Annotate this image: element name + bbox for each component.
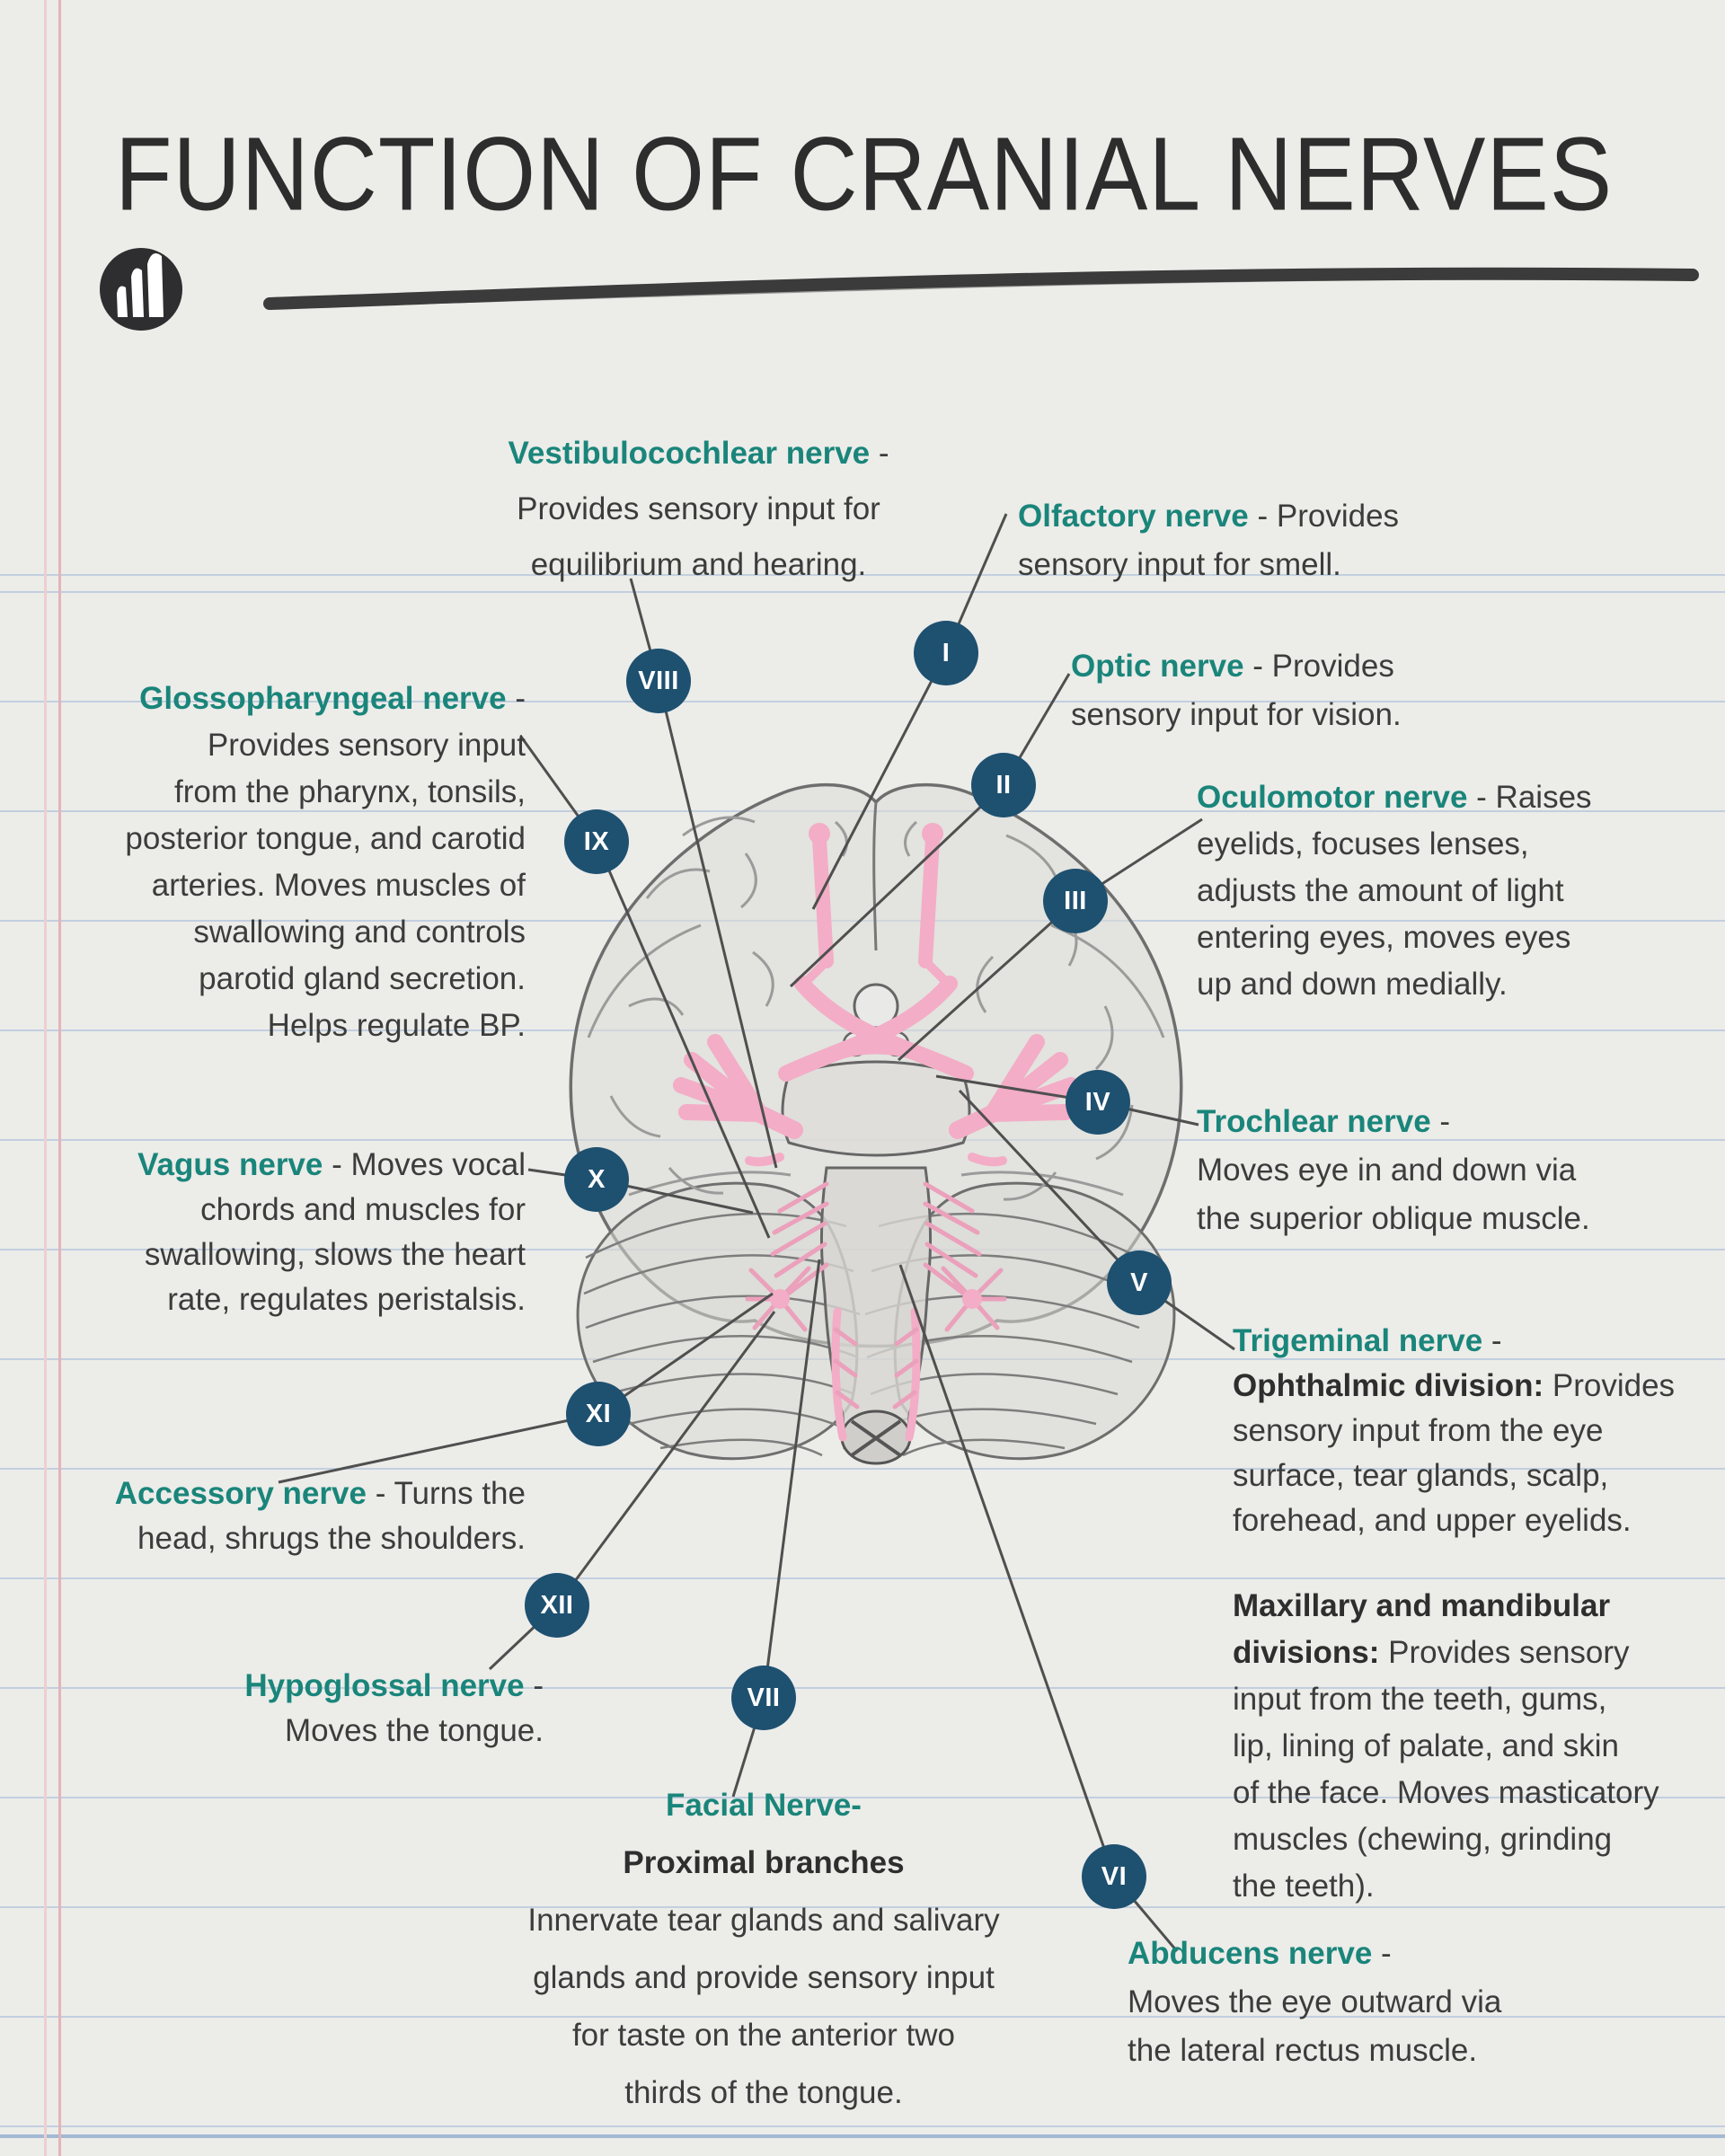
badge-cn-xi: XI [566, 1382, 631, 1446]
badge-cn-vii: VII [731, 1666, 796, 1730]
nerve-name: Vestibulocochlear nerve [508, 436, 871, 471]
nerve-name: Accessory nerve [114, 1476, 367, 1511]
badge-cn-v: V [1107, 1250, 1172, 1315]
nerve-name: Optic nerve [1071, 649, 1244, 684]
badge-cn-ii: II [971, 753, 1036, 817]
trigeminal-label: Trigeminal nerve - Ophthalmic division: … [1233, 1323, 1676, 1538]
badge-cn-xii: XII [525, 1573, 589, 1638]
badge-cn-vi: VI [1082, 1844, 1146, 1909]
badge-cn-x: X [564, 1147, 629, 1212]
badge-cn-i: I [914, 621, 978, 685]
nerve-name: Facial Nerve- [666, 1788, 862, 1823]
brand-logo-icon [100, 248, 182, 331]
accessory-label: Accessory nerve - Turns the head, shrugs… [114, 1476, 526, 1556]
nerve-name: Olfactory nerve [1018, 499, 1249, 534]
facial-label: Facial Nerve- Proximal branches Innervat… [527, 1788, 1000, 2110]
oculomotor-label: Oculomotor nerve - Raises eyelids, focus… [1197, 780, 1592, 1002]
olfactory-label: Olfactory nerve - Provides sensory input… [1018, 499, 1400, 582]
nerve-name: Oculomotor nerve [1197, 780, 1468, 815]
trochlear-label: Trochlear nerve - Moves eye in and down … [1197, 1104, 1590, 1236]
vagus-label: Vagus nerve - Moves vocal chords and mus… [137, 1147, 526, 1317]
nerve-name: Hypoglossal nerve [244, 1668, 525, 1703]
nerve-name: Trochlear nerve [1197, 1104, 1431, 1139]
ruled-line-bottom [0, 2134, 1725, 2138]
nerve-name: Trigeminal nerve [1233, 1323, 1483, 1358]
vestibulocochlear-label: Vestibulocochlear nerve - Provides senso… [508, 436, 889, 582]
nerve-name: Vagus nerve [137, 1147, 323, 1182]
nerve-name: Glossopharyngeal nerve [139, 681, 507, 716]
hypoglossal-label: Hypoglossal nerve - Moves the tongue. [244, 1668, 544, 1748]
abducens-label: Abducens nerve - Moves the eye outward v… [1128, 1936, 1502, 2068]
trigeminal-divisions-label: Maxillary and mandibular divisions: Prov… [1233, 1588, 1659, 1904]
page-title: FUNCTION OF CRANIAL NERVES [115, 116, 1614, 234]
badge-cn-viii: VIII [626, 649, 691, 713]
margin-line-inner [58, 0, 61, 2156]
nerve-name: Abducens nerve [1128, 1936, 1373, 1971]
optic-label: Optic nerve - Provides sensory input for… [1071, 649, 1402, 732]
glossopharyngeal-label: Glossopharyngeal nerve - Provides sensor… [125, 681, 526, 1043]
badge-cn-ix: IX [564, 809, 629, 874]
ruled-line-top [0, 574, 1725, 576]
margin-line-outer [44, 0, 47, 2156]
badge-cn-iii: III [1043, 869, 1108, 933]
brain-illustration [569, 782, 1183, 1465]
badge-cn-iv: IV [1066, 1070, 1130, 1135]
title-underline [263, 267, 1699, 310]
